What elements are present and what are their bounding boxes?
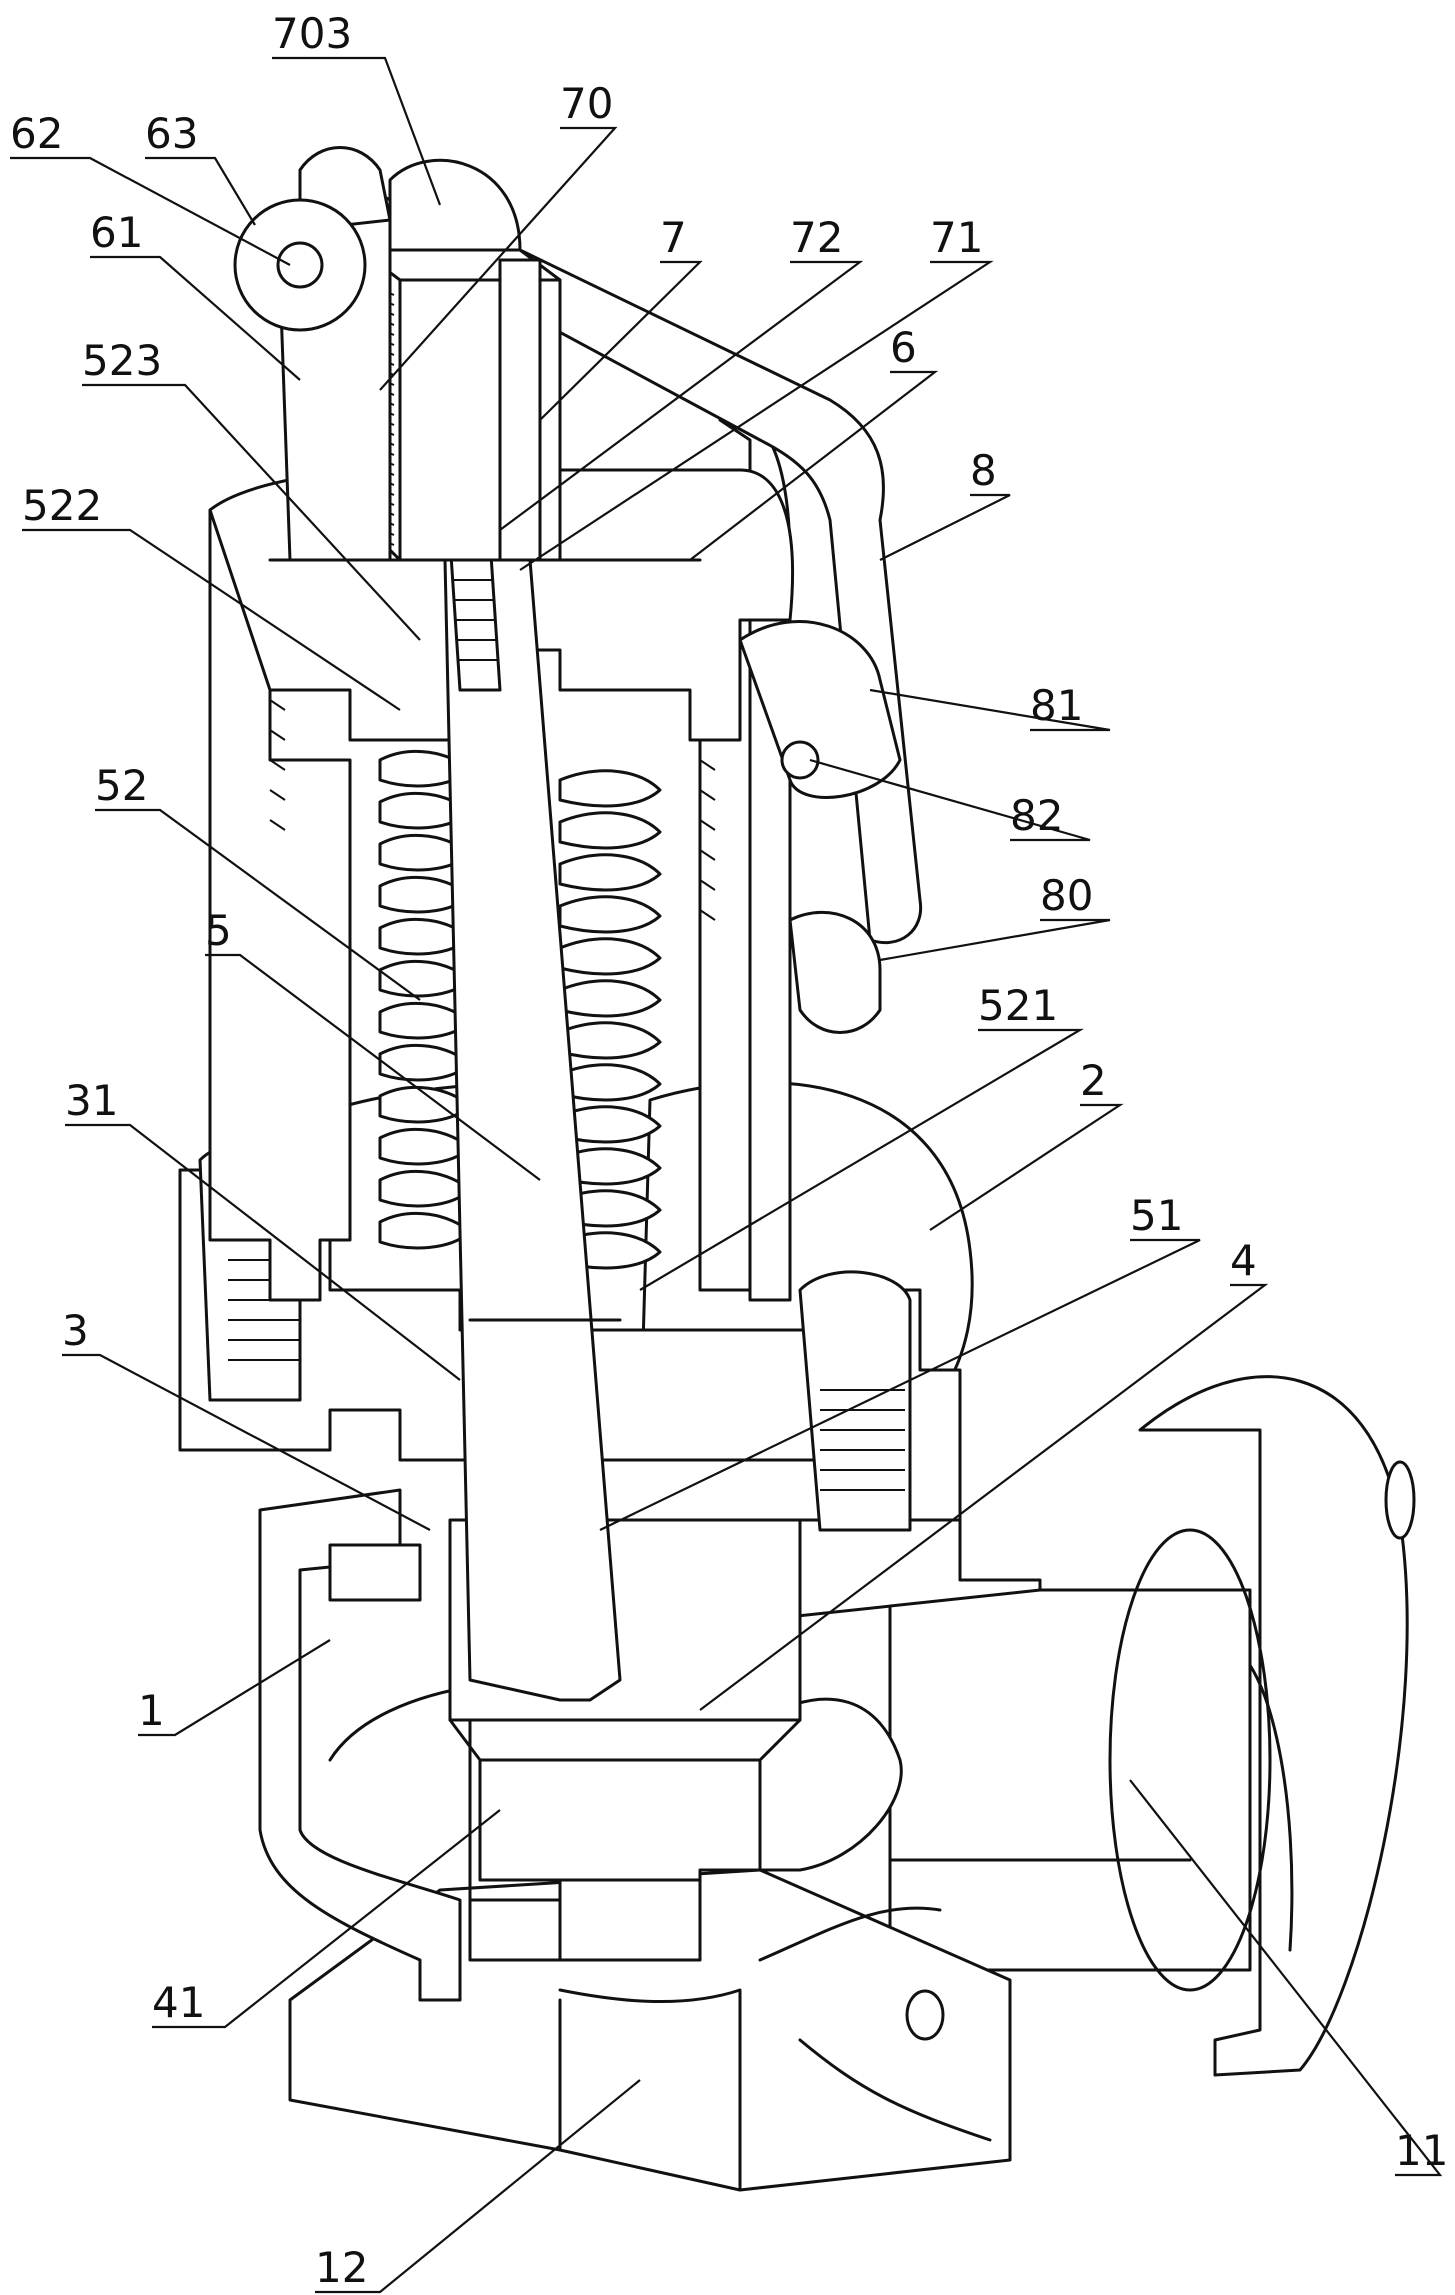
leader-line-80 [879, 918, 1111, 962]
callout-label-11: 11 [1395, 2126, 1448, 2175]
callout-71: 71 [519, 213, 994, 571]
leader-line-63 [145, 156, 256, 226]
callout-label-41: 41 [152, 1978, 205, 2027]
callout-81: 81 [869, 681, 1111, 732]
callout-70: 70 [379, 79, 618, 391]
leader-line-523 [82, 383, 421, 641]
callout-label-5: 5 [205, 906, 232, 955]
callout-1: 1 [138, 1639, 331, 1737]
leader-line-703 [272, 56, 442, 206]
callout-label-523: 523 [82, 336, 162, 385]
leader-line-4 [699, 1283, 1269, 1711]
leader-line-8 [879, 493, 1011, 561]
callout-80: 80 [879, 871, 1111, 962]
callout-label-12: 12 [315, 2243, 368, 2292]
callout-72: 72 [499, 213, 864, 531]
callout-label-703: 703 [272, 9, 352, 58]
callout-label-72: 72 [790, 213, 843, 262]
leader-line-11 [1129, 1779, 1443, 2177]
callout-label-63: 63 [145, 109, 198, 158]
callout-label-71: 71 [930, 213, 983, 262]
callout-label-3: 3 [62, 1306, 89, 1355]
leader-line-72 [499, 260, 864, 531]
callout-6: 6 [689, 323, 939, 561]
leader-line-6 [689, 370, 939, 561]
gear-axle-62 [276, 241, 324, 289]
leader-line-41 [152, 1809, 501, 2029]
leader-line-71 [519, 260, 994, 571]
callout-5: 5 [205, 906, 541, 1181]
leader-line-62 [10, 156, 291, 266]
callout-label-6: 6 [890, 323, 917, 372]
callout-label-51: 51 [1130, 1191, 1183, 1240]
callout-61: 61 [90, 208, 301, 381]
callout-label-1: 1 [138, 1686, 165, 1735]
leader-line-51 [599, 1238, 1201, 1531]
leader-line-2 [929, 1103, 1124, 1231]
callout-3: 3 [62, 1306, 431, 1531]
spring-housing [208, 414, 792, 1302]
callout-label-8: 8 [970, 446, 997, 495]
rack-column [358, 158, 562, 562]
callout-8: 8 [879, 446, 1011, 561]
callout-label-7: 7 [660, 213, 687, 262]
callout-62: 62 [10, 109, 291, 266]
leader-line-5 [205, 953, 541, 1181]
callout-523: 523 [82, 336, 421, 641]
callout-label-62: 62 [10, 109, 63, 158]
gear-arm [233, 146, 392, 562]
callout-703: 703 [272, 9, 442, 206]
callout-label-82: 82 [1010, 791, 1063, 840]
leader-line-70 [379, 126, 618, 391]
callout-7: 7 [539, 213, 703, 421]
callout-label-4: 4 [1230, 1236, 1257, 1285]
leader-line-1 [138, 1639, 331, 1737]
callout-12: 12 [315, 2079, 641, 2294]
outlet-pipe [888, 1528, 1272, 1992]
callout-52: 52 [95, 761, 421, 1001]
callout-522: 522 [22, 481, 401, 711]
lifting-lever [498, 248, 923, 1034]
leader-line-31 [65, 1123, 461, 1381]
callout-label-31: 31 [65, 1076, 118, 1125]
callout-2: 2 [929, 1056, 1124, 1231]
callout-label-70: 70 [560, 79, 613, 128]
leader-line-12 [315, 2079, 641, 2294]
callout-63: 63 [145, 109, 256, 226]
leader-line-522 [22, 528, 401, 711]
callout-label-2: 2 [1080, 1056, 1107, 1105]
callout-label-61: 61 [90, 208, 143, 257]
leader-line-82 [809, 758, 1091, 842]
callout-label-80: 80 [1040, 871, 1093, 920]
leader-line-52 [95, 808, 421, 1001]
callout-11: 11 [1129, 1779, 1448, 2177]
spring [378, 749, 662, 1270]
leader-line-3 [62, 1353, 431, 1531]
callout-521: 521 [639, 981, 1085, 1291]
callout-label-521: 521 [978, 981, 1058, 1030]
leader-line-521 [639, 1028, 1085, 1291]
callout-82: 82 [809, 758, 1091, 842]
callout-4: 4 [699, 1236, 1269, 1711]
callout-label-81: 81 [1030, 681, 1083, 730]
leader-line-7 [539, 260, 703, 421]
callout-31: 31 [65, 1076, 461, 1381]
leader-line-61 [90, 255, 301, 381]
callout-label-52: 52 [95, 761, 148, 810]
leader-line-81 [869, 688, 1111, 732]
callout-label-522: 522 [22, 481, 102, 530]
callout-51: 51 [599, 1191, 1201, 1531]
callout-41: 41 [152, 1809, 501, 2029]
